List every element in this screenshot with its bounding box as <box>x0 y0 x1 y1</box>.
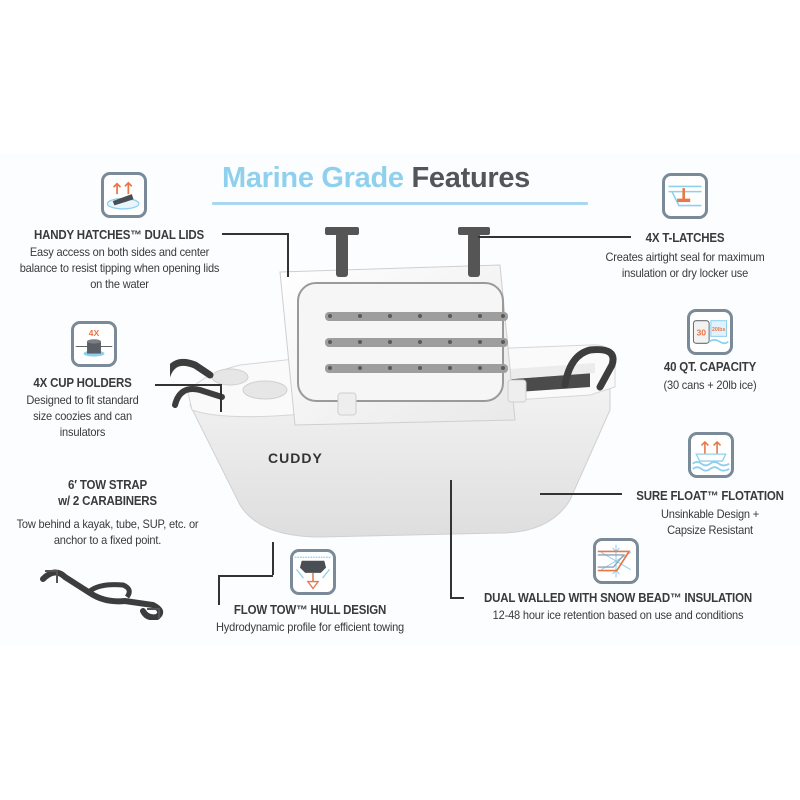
cup-holder-icon-label: 4X <box>89 328 100 338</box>
feature-heading: FLOW TOW™ HULL DESIGN <box>233 603 387 617</box>
feature-heading: 40 QT. CAPACITY <box>663 360 757 374</box>
feature-description: (30 cans + 20lb ice) <box>663 378 757 392</box>
feature-description: Unsinkable Design + Capsize Resistant <box>660 507 760 537</box>
lid-open-icon <box>101 172 147 218</box>
feature-description: 12-48 hour ice retention based on use an… <box>492 608 744 622</box>
feature-heading-2: w/ 2 CARABINERS <box>58 494 157 508</box>
feature-flow-tow: FLOW TOW™ HULL DESIGN Hydrodynamic profi… <box>190 603 430 635</box>
leader-line-hull-v <box>272 542 274 575</box>
feature-heading: 4X CUP HOLDERS <box>33 376 132 390</box>
tow-strap-icon <box>40 569 164 620</box>
flotation-icon <box>688 432 734 478</box>
t-latch-icon <box>662 173 708 219</box>
feature-cup-holders: 4X CUP HOLDERS Designed to fit standard … <box>5 376 160 440</box>
leader-line-hull-h <box>218 575 273 577</box>
leader-line-insulation-v <box>450 480 452 598</box>
leader-line-hatches <box>222 233 288 235</box>
title-underline <box>212 202 588 205</box>
leader-line-latches <box>478 236 631 238</box>
ice-weight-label: 20lbs <box>712 327 725 333</box>
feature-heading: 4X T-LATCHES <box>645 231 725 245</box>
feature-description: Tow behind a kayak, tube, SUP, etc. or a… <box>16 517 199 547</box>
can-count-label: 30 <box>696 327 706 337</box>
feature-tow-strap: 6′ TOW STRAP w/ 2 CARABINERS Tow behind … <box>5 478 210 548</box>
leader-line-hatches-v <box>287 233 289 277</box>
feature-handy-hatches: HANDY HATCHES™ DUAL LIDS Easy access on … <box>5 228 233 292</box>
cooler-product-image: CUDDY <box>170 227 617 538</box>
snowflake-insulation-icon <box>593 538 639 584</box>
feature-heading: HANDY HATCHES™ DUAL LIDS <box>33 228 204 242</box>
title-dark: Features <box>411 162 531 194</box>
leader-line-float <box>540 493 622 495</box>
can-and-ice-icon: 30 20lbs <box>687 309 733 355</box>
page-title: Marine Grade Features <box>222 162 530 195</box>
feature-sure-float: SURE FLOAT™ FLOTATION Unsinkable Design … <box>620 489 800 538</box>
feature-snow-bead: DUAL WALLED WITH SNOW BEAD™ INSULATION 1… <box>462 591 774 623</box>
feature-description: Creates airtight seal for maximum insula… <box>605 250 765 280</box>
leader-line-cups-v <box>220 384 222 412</box>
feature-capacity: 40 QT. CAPACITY (30 cans + 20lb ice) <box>620 360 800 393</box>
feature-heading: DUAL WALLED WITH SNOW BEAD™ INSULATION <box>484 591 752 605</box>
feature-heading: 6′ TOW STRAP <box>68 478 147 492</box>
feature-description: Easy access on both sides and center bal… <box>19 245 219 291</box>
cuddy-logo: CUDDY <box>268 450 323 466</box>
leader-line-cups <box>155 384 221 386</box>
cup-holder-icon: 4X <box>71 321 117 367</box>
feature-description: Designed to fit standard size coozies an… <box>26 393 139 439</box>
feature-description: Hydrodynamic profile for efficient towin… <box>216 620 404 634</box>
feature-t-latches: 4X T-LATCHES Creates airtight seal for m… <box>575 231 795 281</box>
leader-line-hull-v2 <box>218 575 220 605</box>
leader-line-insulation-h <box>450 597 464 599</box>
title-accent: Marine Grade <box>222 162 404 194</box>
hull-design-icon <box>290 549 336 595</box>
feature-heading: SURE FLOAT™ FLOTATION <box>636 489 784 503</box>
